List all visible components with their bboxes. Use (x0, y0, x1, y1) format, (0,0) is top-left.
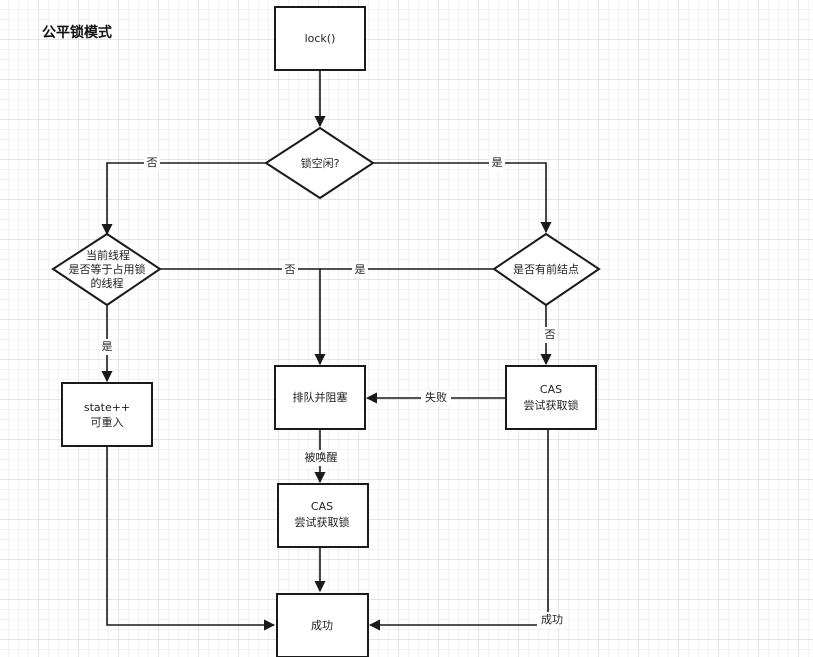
edge-label-haspred-no: 否 (545, 328, 556, 341)
node-cas-right-line2: 尝试获取锁 (524, 398, 579, 412)
node-current-thread-line3: 的线程 (91, 276, 124, 290)
diagram-title: 公平锁模式 (42, 25, 112, 41)
node-has-predecessor-label: 是否有前结点 (513, 262, 579, 276)
edge-lockfree-no (101, 162, 266, 236)
node-reentrant: state++ 可重入 (61, 382, 153, 447)
edge-label-lockfree-yes: 是 (492, 156, 503, 169)
edge-labels: 否 是 否 是 否 是 失败 被唤醒 成功 (99, 155, 567, 628)
edge-label-casright-success: 成功 (541, 613, 563, 626)
edge-lockfree-yes (373, 162, 552, 234)
node-reentrant-line1: state++ (84, 401, 130, 414)
node-current-thread-line1: 当前线程 (86, 248, 130, 262)
node-cas-right-line1: CAS (540, 383, 562, 396)
edge-label-currentthread-yes: 是 (102, 340, 113, 353)
edge-reentrant-success (106, 447, 276, 631)
edge-label-lockfree-no: 否 (147, 156, 158, 169)
edge-label-haspred-yes: 是 (355, 263, 366, 276)
edge-label-currentthread-no: 否 (285, 263, 296, 276)
node-queue-block: 排队并阻塞 (274, 365, 366, 430)
node-success-label: 成功 (311, 619, 333, 632)
node-success: 成功 (276, 593, 369, 657)
node-queue-block-label: 排队并阻塞 (293, 390, 348, 404)
edge-casright-success (368, 430, 549, 631)
node-current-thread: 当前线程 是否等于占用锁 的线程 (51, 232, 162, 307)
node-has-predecessor: 是否有前结点 (492, 232, 601, 307)
node-cas-middle: CAS 尝试获取锁 (277, 483, 369, 548)
edge-currentthread-no (160, 268, 326, 366)
node-lock-free-label: 锁空闲? (301, 156, 340, 170)
node-cas-middle-line1: CAS (311, 500, 333, 513)
node-cas-middle-line2: 尝试获取锁 (295, 515, 350, 529)
node-reentrant-line2: 可重入 (91, 415, 124, 429)
node-lock-label: lock() (305, 32, 336, 45)
node-current-thread-line2: 是否等于占用锁 (69, 262, 146, 276)
edge-label-casright-fail: 失败 (425, 390, 447, 404)
node-lock-free: 锁空闲? (264, 126, 375, 200)
node-lock: lock() (274, 6, 366, 71)
edge-label-queue-woken: 被唤醒 (305, 450, 338, 464)
node-cas-right: CAS 尝试获取锁 (505, 365, 597, 430)
